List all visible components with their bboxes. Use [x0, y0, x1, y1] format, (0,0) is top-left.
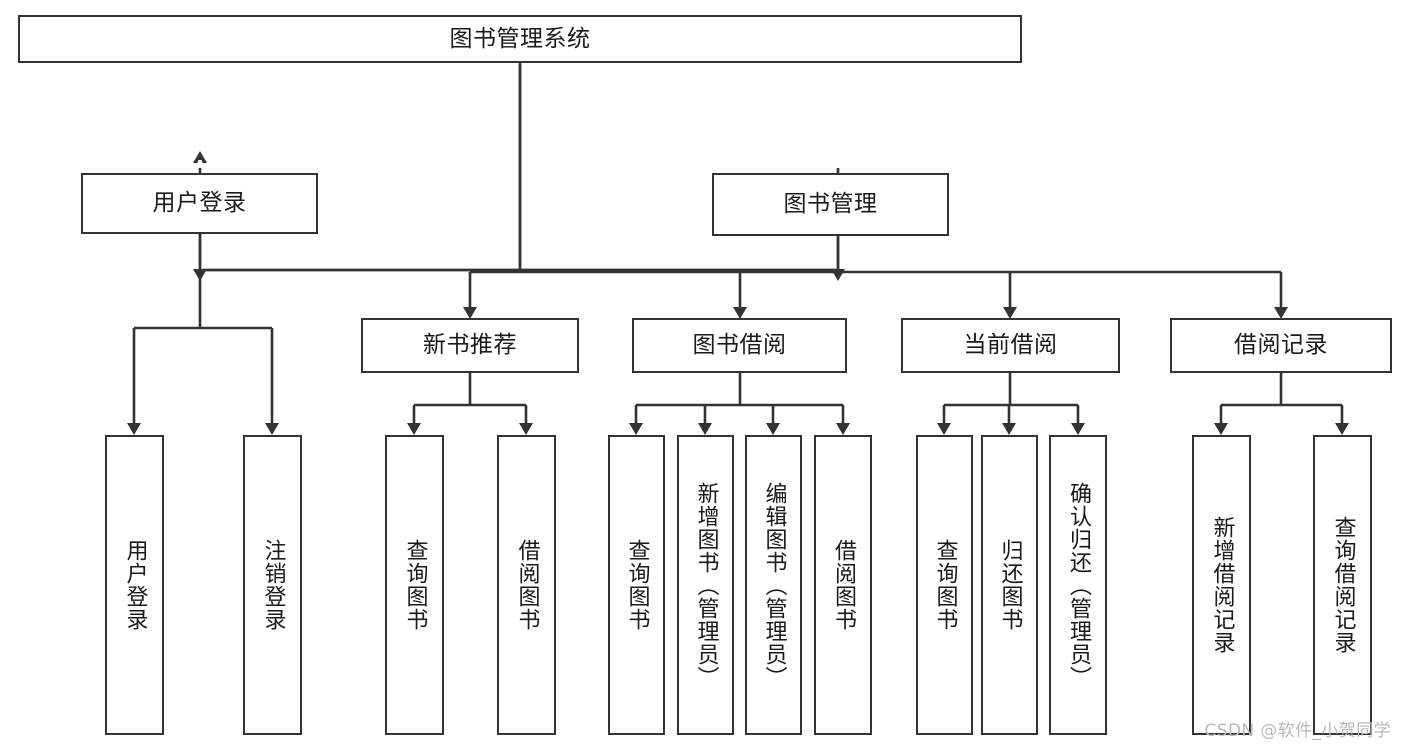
node-leaf-borrow-book-1-label: 借阅图书: [514, 539, 540, 631]
node-leaf-user-logout[interactable]: 注销登录: [243, 435, 302, 735]
node-leaf-add-record-label: 新增借阅记录: [1209, 516, 1235, 654]
node-leaf-edit-book-label: 编辑图书（管理员）: [761, 481, 787, 689]
node-leaf-query-book-1[interactable]: 查询图书: [385, 435, 444, 735]
node-book-manage[interactable]: 图书管理: [712, 173, 949, 236]
node-current-borrow[interactable]: 当前借阅: [901, 318, 1120, 373]
watermark-text: CSDN @软件_小贺同学: [1204, 721, 1391, 741]
node-leaf-user-logout-label: 注销登录: [260, 539, 286, 631]
node-leaf-add-record[interactable]: 新增借阅记录: [1192, 435, 1251, 735]
node-user-login-label: 用户登录: [152, 190, 247, 217]
node-leaf-return-book-label: 归还图书: [997, 539, 1023, 631]
node-leaf-edit-book[interactable]: 编辑图书（管理员）: [745, 435, 802, 735]
node-leaf-confirm-return-label: 确认归还（管理员）: [1065, 481, 1091, 689]
node-leaf-confirm-return[interactable]: 确认归还（管理员）: [1049, 435, 1107, 735]
node-new-book-rec-label: 新书推荐: [423, 332, 517, 359]
node-leaf-query-book-1-label: 查询图书: [402, 539, 428, 631]
node-leaf-query-book-2[interactable]: 查询图书: [608, 435, 665, 735]
node-new-book-rec[interactable]: 新书推荐: [361, 318, 579, 373]
node-leaf-query-book-3[interactable]: 查询图书: [916, 435, 973, 735]
node-leaf-add-book-label: 新增图书（管理员）: [693, 481, 719, 689]
node-leaf-query-book-2-label: 查询图书: [624, 539, 650, 631]
node-leaf-query-record-label: 查询借阅记录: [1330, 516, 1356, 654]
node-leaf-borrow-book-2[interactable]: 借阅图书: [814, 435, 872, 735]
node-borrow-record-label: 借阅记录: [1234, 332, 1328, 359]
node-leaf-user-login-label: 用户登录: [122, 539, 148, 631]
node-leaf-return-book[interactable]: 归还图书: [981, 435, 1038, 735]
node-user-login[interactable]: 用户登录: [81, 173, 318, 234]
node-root[interactable]: 图书管理系统: [18, 15, 1022, 63]
node-leaf-query-book-3-label: 查询图书: [932, 539, 958, 631]
node-book-borrow[interactable]: 图书借阅: [632, 318, 847, 373]
node-leaf-query-record[interactable]: 查询借阅记录: [1313, 435, 1372, 735]
node-leaf-borrow-book-2-label: 借阅图书: [830, 539, 856, 631]
node-book-borrow-label: 图书借阅: [692, 332, 787, 359]
node-book-manage-label: 图书管理: [783, 191, 878, 218]
node-leaf-borrow-book-1[interactable]: 借阅图书: [497, 435, 556, 735]
node-borrow-record[interactable]: 借阅记录: [1170, 318, 1392, 373]
node-current-borrow-label: 当前借阅: [963, 332, 1058, 359]
node-leaf-add-book[interactable]: 新增图书（管理员）: [677, 435, 734, 735]
node-leaf-user-login[interactable]: 用户登录: [105, 435, 164, 735]
node-root-label: 图书管理系统: [449, 25, 591, 52]
